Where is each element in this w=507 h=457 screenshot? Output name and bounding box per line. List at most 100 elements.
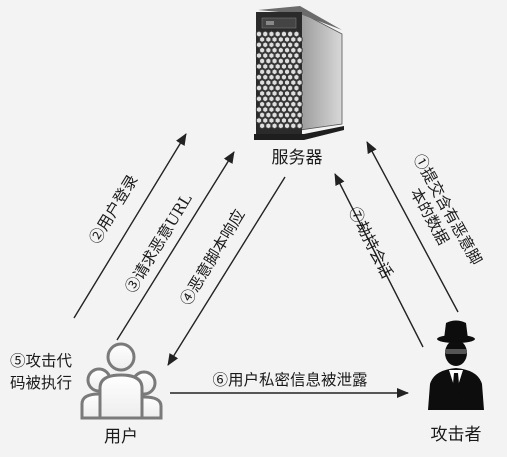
server-vent-hex [265,46,272,54]
server-vent-hex [287,30,294,38]
server-vent-hex [255,95,263,103]
server-vent-hex [280,116,287,124]
server-vent-hex [262,30,269,38]
server-vent-hex [262,41,269,49]
server-vent-hex [293,62,300,70]
server-vent-hex [296,35,303,43]
server-vent-hex [284,122,291,130]
server-vent-hex [296,89,303,97]
server-vent-hex [255,41,263,49]
user-label: 用户 [104,427,138,447]
arrow-step7 [334,173,424,348]
attacker-label: 攻击者 [431,425,482,445]
server-vent-hex [262,52,269,60]
step-5-label-line2: 码被执行 [10,374,72,392]
server-vent-hex [284,79,291,87]
server-vent-hex [280,95,287,103]
arrow-step3 [116,151,235,341]
server-vent-hex [274,95,281,103]
server-vent-hex [255,52,263,60]
server-vent-hex [293,30,300,38]
server-label: 服务器 [272,148,323,168]
arrow-step2 [73,133,187,319]
server-vent-hex [296,100,303,108]
server-vent-hex [274,116,281,124]
server-vent-hex [296,111,303,119]
server-vent-hex [293,95,300,103]
server-vent-hex [293,52,300,60]
server-vent-hex [271,89,278,97]
server-vent-hex [284,35,291,43]
server-vent-hex [284,89,291,97]
server-vent-hex [265,35,272,43]
server-vent-hex [290,46,297,54]
server-vent-hex [284,46,291,54]
server-vent-hex [290,35,297,43]
server-vent-hex [271,46,278,54]
server-vent-hex [259,68,266,76]
server-vent-hex [255,73,263,81]
server-vent-hex [259,100,266,108]
server-vent-hex [287,41,294,49]
server-vent-hex [265,122,272,130]
server-vent-hex [280,62,287,70]
server-vent-hex [293,73,300,81]
arrow-step4 [167,176,286,366]
server-vent-hex [290,100,297,108]
server-vent-hex [280,84,287,92]
server-vent-hex [293,41,300,49]
server-vent-hex [277,35,284,43]
server-vent-hex [268,95,275,103]
server-vent-hex [274,106,281,114]
server-vent-hex [277,57,284,65]
server-vent-hex [280,52,287,60]
server-vent-hex [259,35,266,43]
server-vent-hex [271,122,278,130]
hacker-icon [428,320,484,410]
step-2-label: ②用户登录 [86,172,142,248]
server-vent-hex [265,57,272,65]
server-vent-hex [268,52,275,60]
server-vent-hex [287,52,294,60]
server-vent-hex [259,57,266,65]
server-vent-hex [274,41,281,49]
server-vent-hex [268,73,275,81]
server-vent-hex [262,73,269,81]
server-vent-hex [280,106,287,114]
server-vent-hex [262,84,269,92]
server-vent-hex [290,79,297,87]
server-vent-hex [287,106,294,114]
tower-server-icon [254,6,344,140]
server-vent-hex [280,30,287,38]
server-vent-hex [274,30,281,38]
server-vent-hex [274,73,281,81]
step-3-label: ③请求恶意URL [121,190,196,296]
server-vent-hex [290,89,297,97]
server-vent-hex [268,84,275,92]
server-vent-hex [296,46,303,54]
server-vent-hex [255,30,263,38]
server-vent-hex [265,111,272,119]
server-vent-hex [287,62,294,70]
server-vent-hex [259,79,266,87]
server-vent-hex [274,52,281,60]
server-vent-hex [271,68,278,76]
server-vent-hex [280,41,287,49]
server-vent-hex [296,122,303,130]
server-vent-hex [268,41,275,49]
server-vent-hex [277,122,284,130]
server-vent-hex [259,122,266,130]
server-vent-hex [293,116,300,124]
server-vent-hex [277,89,284,97]
server-vent-hex [259,89,266,97]
server-vent-hex [296,68,303,76]
server-vent-hex [296,57,303,65]
server-vent-hex [277,46,284,54]
server-vent-hex [262,62,269,70]
server-vent-hex [262,116,269,124]
server-vent-hex [284,57,291,65]
server-vent-hex [255,106,263,114]
server-vent-hex [290,68,297,76]
server-vent-hex [262,95,269,103]
